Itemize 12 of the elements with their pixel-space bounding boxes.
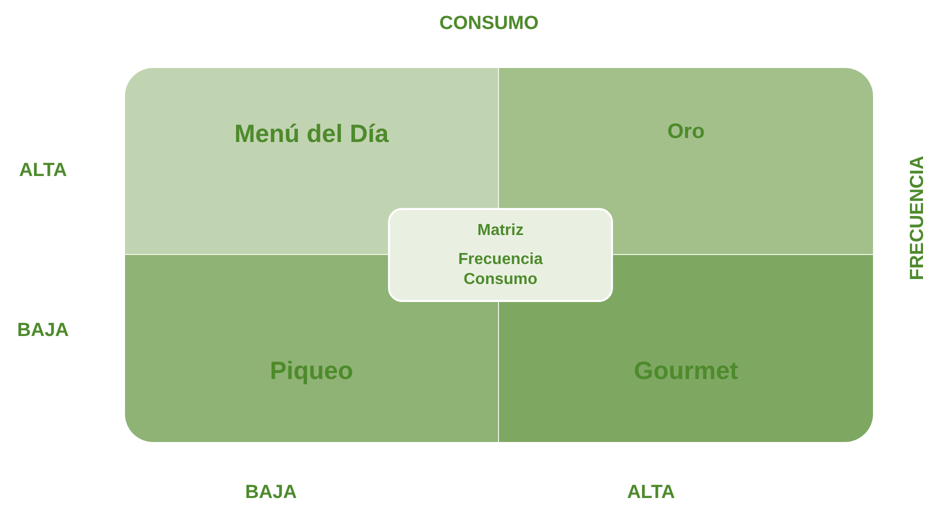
center-text: Matriz (476, 221, 525, 240)
axis-label: ALTA (19, 160, 67, 182)
quadrant-title: Oro (667, 120, 705, 144)
axis-label: BAJA (17, 320, 69, 342)
axis-label: CONSUMO (439, 13, 539, 35)
axis-label: FRECUENCIA (907, 156, 929, 280)
quadrant-title: Menú del Día (234, 120, 389, 149)
axis-label: ALTA (627, 482, 675, 504)
quadrant-title: Piqueo (270, 357, 354, 386)
center-text: Frecuencia Consumo (457, 250, 544, 289)
center-box (388, 208, 613, 302)
axis-label: BAJA (245, 482, 297, 504)
